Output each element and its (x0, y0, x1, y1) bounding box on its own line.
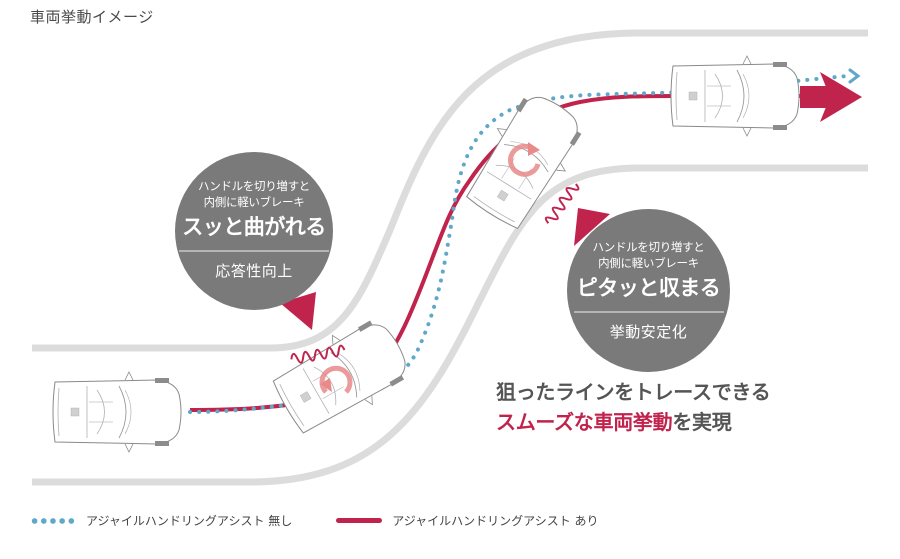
direction-arrow-icon (800, 72, 862, 122)
tagline: 狙ったラインをトレースできる スムーズな車両挙動を実現 (496, 377, 771, 437)
vibration-wave-icon (290, 344, 346, 364)
legend-label: アジャイルハンドリングアシスト あり (392, 514, 599, 528)
callout-divider (573, 311, 724, 313)
legend-item-with-assist: アジャイルハンドリングアシスト あり (336, 512, 599, 529)
diagram-title: 車両挙動イメージ (30, 8, 154, 26)
rotation-arrow-icon (319, 365, 353, 394)
vibration-wave-icon (544, 183, 580, 224)
legend-label: アジャイルハンドリングアシスト 無し (86, 514, 293, 528)
car-start (52, 371, 182, 453)
callout-headline: スッと曲がれる (182, 215, 326, 239)
car-mid-corner (456, 84, 594, 236)
callout-result: 挙動安定化 (609, 322, 688, 341)
solid-line-swatch-icon (336, 518, 383, 523)
road-edges (32, 29, 868, 486)
dotted-line-swatch-icon (30, 517, 76, 524)
road-edge-lower (32, 164, 868, 486)
trajectory-end-chevron-icon (848, 68, 861, 84)
callout-stability: ハンドルを切り増すと 内側に軽いブレーキ ピタッと収まる 挙動安定化 (567, 209, 730, 372)
callout-result: 応答性向上 (215, 261, 293, 280)
callout-responsiveness: ハンドルを切り増すと 内側に軽いブレーキ スッと曲がれる 応答性向上 (175, 152, 333, 310)
tagline-line1: 狙ったラインをトレースできる (496, 380, 771, 404)
tagline-highlight: スムーズな車両挙動 (496, 410, 673, 434)
tagline-rest: を実現 (672, 410, 732, 434)
road-edge-upper (32, 29, 868, 352)
callout-line2: 内側に軽いブレーキ (598, 256, 699, 270)
tagline-line2: スムーズな車両挙動を実現 (496, 407, 770, 437)
rotation-arrow-icon (508, 142, 541, 177)
callout-headline: ピタッと収まる (576, 276, 721, 300)
legend: アジャイルハンドリングアシスト 無し アジャイルハンドリングアシスト あり (30, 512, 643, 529)
callout-line2: 内側に軽いブレーキ (203, 195, 305, 209)
callout-divider (179, 250, 329, 252)
callout-line1: ハンドルを切り増すと (198, 179, 310, 193)
callout-line1: ハンドルを切り増すと (592, 240, 705, 254)
car-turn-in (266, 308, 418, 444)
car-exit (670, 55, 800, 137)
pointer-triangle-icon (574, 208, 610, 246)
legend-item-without-assist: アジャイルハンドリングアシスト 無し (30, 512, 292, 529)
